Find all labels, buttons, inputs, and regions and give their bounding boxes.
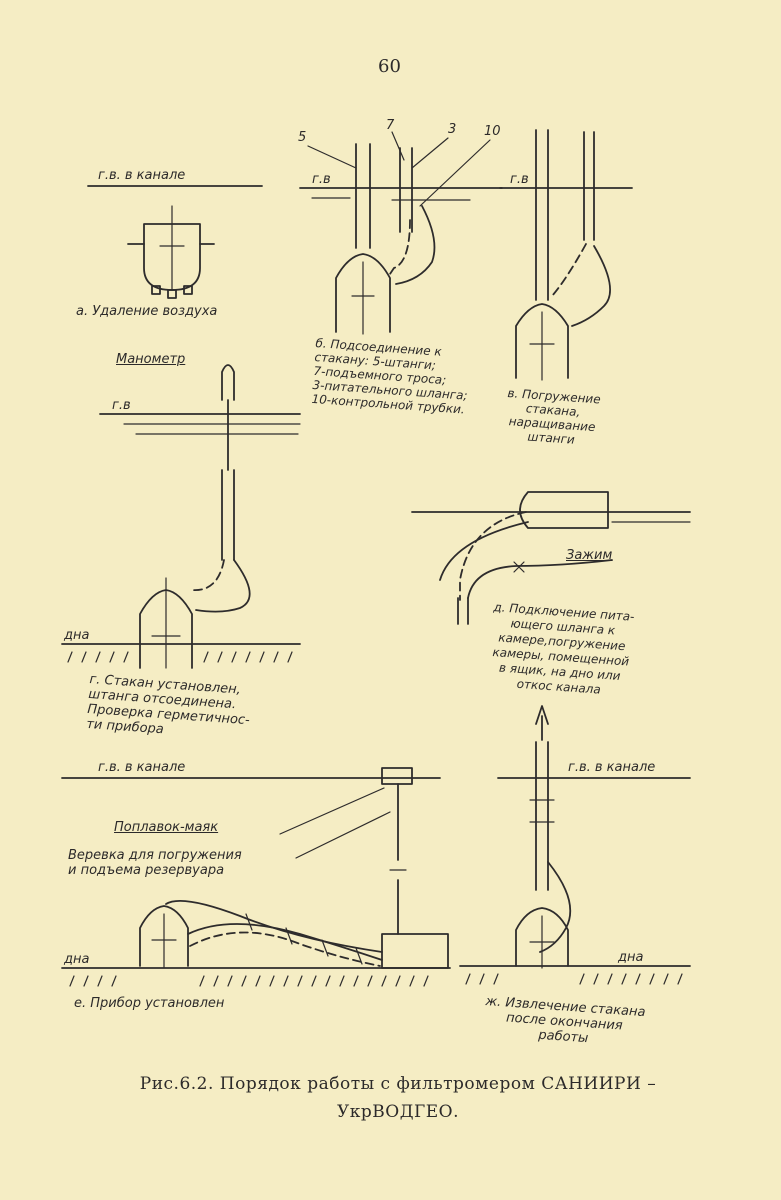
step-v-caption: в. Погружение стакана, наращивание штанг… xyxy=(507,386,602,447)
hose xyxy=(539,861,572,953)
step-d-caption: д. Подключение пита- ющего шланга к каме… xyxy=(492,600,635,697)
step-a-caption: а. Удаление воздуха xyxy=(76,304,218,319)
panel-e-sketch xyxy=(61,767,451,987)
panel-zh-sketch xyxy=(459,705,691,985)
water-level-label: г.в. в канале xyxy=(568,760,656,775)
bottom-level-label: дна xyxy=(64,952,90,967)
leader-3 xyxy=(411,137,449,169)
soil-hatching xyxy=(67,651,293,663)
callout-number: 7 xyxy=(386,118,395,133)
panel-a-sketch xyxy=(87,185,263,299)
step-g-caption: г. Стакан установлен, штанга отсоединена… xyxy=(85,672,251,738)
clamp-label: Зажим xyxy=(566,548,613,563)
figure-caption: Рис.6.2. Порядок работы с фильтромером С… xyxy=(139,1074,657,1122)
cup-body xyxy=(515,907,569,967)
panel-b-sketch xyxy=(299,131,503,335)
manometer-label: Манометр xyxy=(116,352,186,367)
soil-hatching xyxy=(465,973,683,985)
bottom-level-label: дна xyxy=(64,628,90,643)
panel-d-sketch xyxy=(411,491,691,625)
page-number: 60 xyxy=(378,56,401,77)
manometer-gauge xyxy=(221,364,235,401)
leader-7 xyxy=(391,131,405,161)
leader-10 xyxy=(419,139,491,207)
water-level-label: г.в. в канале xyxy=(98,168,186,183)
cup-body xyxy=(139,905,189,967)
buoy-label: Поплавок-маяк xyxy=(114,820,219,835)
step-e-caption: е. Прибор установлен xyxy=(74,996,225,1011)
bottom-level-label: дна xyxy=(618,950,644,965)
reservoir-box xyxy=(381,933,449,969)
panel-g-sketch xyxy=(61,364,301,669)
callout-number: 3 xyxy=(448,122,457,137)
rope-leader xyxy=(295,811,391,859)
water-level-label: г.в xyxy=(510,172,529,187)
chamber-box xyxy=(519,491,609,529)
step-b-caption: б. Подсоединение к стакану: 5-штанги; 7-… xyxy=(311,336,468,417)
hose xyxy=(165,899,383,953)
callout-number: 5 xyxy=(298,130,307,145)
cup-body xyxy=(515,303,569,379)
panel-v-sketch xyxy=(499,129,633,381)
buoy-marker xyxy=(381,767,413,785)
water-level-label: г.в. в канале xyxy=(98,760,186,775)
cup-body xyxy=(335,253,391,333)
clamp-mark xyxy=(513,561,525,573)
soil-hatching xyxy=(69,975,429,987)
buoy-leader xyxy=(279,787,385,835)
water-level-label: г.в xyxy=(312,172,331,187)
callout-number: 10 xyxy=(484,124,501,139)
water-level-label: г.в xyxy=(112,398,131,413)
leader-5 xyxy=(307,145,357,169)
